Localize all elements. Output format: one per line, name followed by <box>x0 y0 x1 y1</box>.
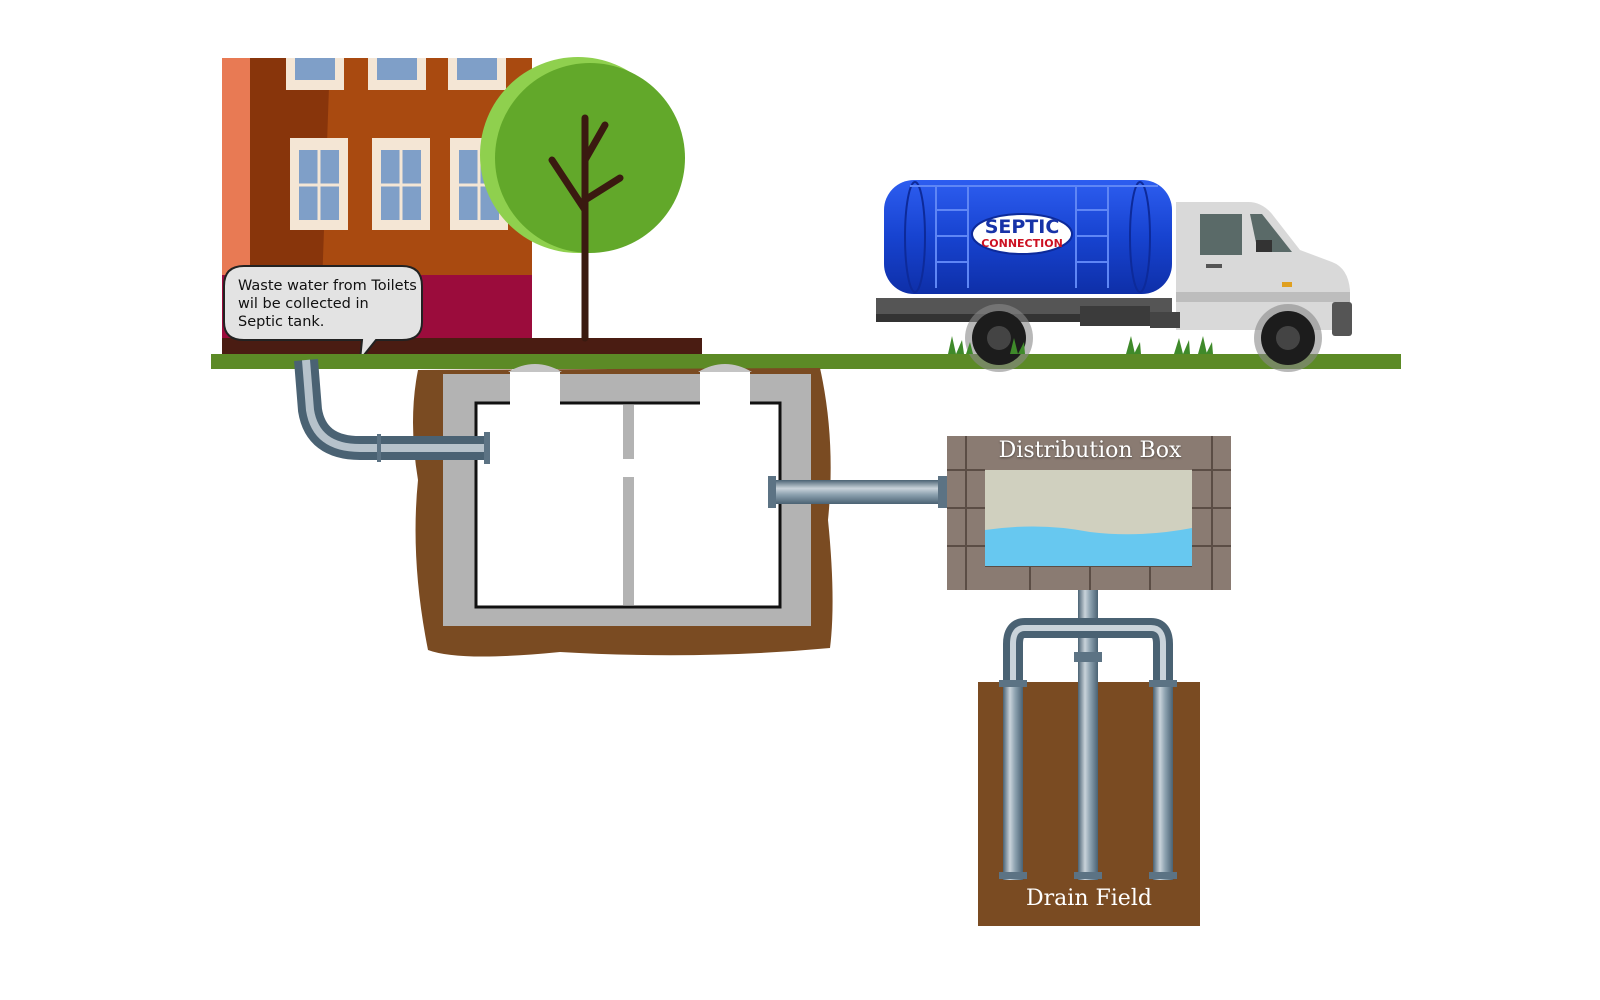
inspection-riser-left <box>510 372 560 406</box>
drain-field-label: Drain Field <box>1026 886 1152 911</box>
tree <box>480 57 685 342</box>
inlet-pipe <box>294 359 490 464</box>
ground-line <box>211 354 1401 369</box>
truck-wheel-front <box>1254 304 1322 372</box>
distribution-box-label: Distribution Box <box>998 438 1182 463</box>
distribution-box <box>947 436 1231 590</box>
outlet-pipe <box>768 476 948 508</box>
drain-field <box>978 590 1200 926</box>
drain-pipe-left <box>1003 680 1023 880</box>
septic-tank <box>413 364 833 657</box>
tank-baffle-upper <box>623 405 634 459</box>
tank-baffle-lower <box>623 477 634 605</box>
inspection-riser-right <box>700 372 750 406</box>
truck-wheel-rear <box>965 304 1033 372</box>
callout-bubble <box>223 265 423 364</box>
grass-tufts <box>948 336 1213 354</box>
logo-line2: CONNECTION <box>981 237 1063 250</box>
drain-pipe-right <box>1153 680 1173 880</box>
building-foundation <box>222 338 702 358</box>
septic-connection-logo: SEPTIC CONNECTION <box>971 213 1073 255</box>
callout-text: Waste water from Toilets wil be collecte… <box>238 278 417 330</box>
logo-line1: SEPTIC <box>985 216 1060 238</box>
septic-truck: SEPTIC CONNECTION <box>876 180 1352 372</box>
drain-pipe-center <box>1078 590 1098 880</box>
distribution-box-water <box>985 526 1192 566</box>
